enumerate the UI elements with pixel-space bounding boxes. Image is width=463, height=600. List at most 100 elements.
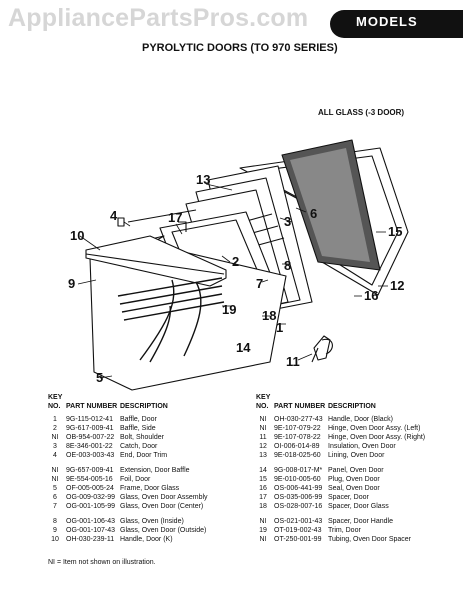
key-no: 1: [53, 416, 57, 423]
part-description: Foil, Door: [120, 476, 151, 483]
parts-row-right: 16 OS-006-441-99 Seal, Oven Door: [256, 484, 461, 493]
part-description: Baffle, Door: [120, 416, 157, 423]
key-no: 13: [259, 452, 267, 459]
description-header: DESCRIPTION: [120, 403, 168, 410]
callout-14: 14: [236, 340, 251, 355]
part-number: OS-006-441-99: [274, 485, 323, 492]
callout-8: 8: [284, 258, 291, 273]
key-no: 12: [259, 443, 267, 450]
key-no: 16: [259, 485, 267, 492]
parts-row-left: 4 OE-003-003-43 End, Door Trim: [48, 451, 238, 460]
part-number: OG-009-032-99: [66, 494, 116, 501]
part-description: Extension, Door Baffle: [120, 467, 190, 474]
parts-row-right: 12 OI-006-014-89 Insulation, Oven Door: [256, 442, 461, 451]
part-number: 9E-018-025-60: [274, 452, 321, 459]
part-description: Spacer, Door: [328, 494, 369, 501]
part-description: Glass, Oven Door (Outside): [120, 527, 207, 534]
part-number: OB-954-007-22: [66, 434, 115, 441]
key-no: 9: [53, 527, 57, 534]
key-header: NO.: [48, 403, 61, 410]
part-number: OS-021-001-43: [274, 518, 323, 525]
hinge-part: [311, 335, 333, 363]
part-number-header: PART NUMBER: [66, 403, 118, 410]
part-description: Glass, Oven (Inside): [120, 518, 184, 525]
part-description: Hinge, Oven Door Assy. (Left): [328, 425, 421, 432]
key-no: 14: [259, 467, 267, 474]
part-number: 9E-107-079-22: [274, 425, 321, 432]
footnote: NI = Item not shown on illustration.: [48, 559, 156, 566]
part-description: Seal, Oven Door: [328, 485, 380, 492]
callout-3: 3: [284, 214, 291, 229]
part-description: End, Door Trim: [120, 452, 168, 459]
part-number: OS-035-006-99: [274, 494, 323, 501]
part-number: OG-001-107-43: [66, 527, 116, 534]
part-description: Handle, Door (K): [120, 536, 173, 543]
part-description: Trim, Door: [328, 527, 361, 534]
part-number: 9G-008-017-M*: [274, 467, 323, 474]
part-description: Glass, Oven Door Assembly: [120, 494, 208, 501]
part-description: Frame, Door Glass: [120, 485, 180, 492]
part-number: OH-030-239-11: [66, 536, 115, 543]
callout-6: 6: [310, 206, 317, 221]
part-description: Tubing, Oven Door Spacer: [328, 536, 412, 543]
part-description: Baffle, Side: [120, 425, 156, 432]
part-description: Bolt, Shoulder: [120, 434, 164, 441]
key-no: NI: [51, 434, 59, 441]
callout-12: 12: [390, 278, 404, 293]
part-number: OI-006-014-89: [274, 443, 320, 450]
part-number: 9G-617-009-41: [66, 425, 114, 432]
diagram-subtitle: ALL GLASS (-3 DOOR): [318, 108, 405, 117]
part-number: 9G-115-012-41: [66, 416, 113, 423]
callout-leader-lines: [77, 183, 388, 379]
part-number: OS-028-007-16: [274, 503, 323, 510]
parts-table-left: KEY NO. PART NUMBER DESCRIPTION 1 9G-115-…: [48, 393, 238, 555]
key-no: 2: [53, 425, 57, 432]
part-description: Spacer, Door Handle: [328, 518, 393, 525]
callout-10: 10: [70, 228, 84, 243]
key-no: 3: [53, 443, 57, 450]
part-number: OG-001-106-43: [66, 518, 116, 525]
key-no: NI: [51, 467, 59, 474]
part-description: Catch, Door: [120, 443, 158, 450]
part-number: OE-003-003-43: [66, 452, 115, 459]
key-header-top: KEY: [256, 394, 271, 401]
part-number: 9E-554-005-16: [66, 476, 113, 483]
key-no: NI: [259, 518, 267, 525]
part-description: Glass, Oven Door (Center): [120, 503, 204, 510]
insulation-pad-part: [281, 139, 381, 271]
part-description: Insulation, Oven Door: [328, 443, 396, 450]
key-no: 11: [259, 434, 267, 441]
callout-4: 4: [110, 208, 118, 223]
callout-16: 16: [364, 288, 378, 303]
part-number: OF-005-005-24: [66, 485, 114, 492]
part-number: OT-019-002-43: [274, 527, 322, 534]
part-number: 9E-010-005-60: [274, 476, 321, 483]
callout-5: 5: [96, 370, 103, 385]
key-no: 15: [259, 476, 267, 483]
callout-15: 15: [388, 224, 402, 239]
part-description: Panel, Oven Door: [328, 467, 384, 474]
models-tag: MODELS: [356, 14, 418, 29]
key-no: 4: [53, 452, 57, 459]
page-title: PYROLYTIC DOORS (TO 970 SERIES): [142, 42, 338, 54]
key-header-top: KEY: [48, 394, 63, 401]
key-no: 19: [259, 527, 267, 534]
trim-end-parts: [117, 209, 197, 232]
callout-2: 2: [232, 254, 239, 269]
callout-11: 11: [286, 354, 300, 369]
door-handle-part: [85, 235, 227, 287]
part-number: 9E-107-078-22: [274, 434, 321, 441]
description-header: DESCRIPTION: [328, 403, 376, 410]
